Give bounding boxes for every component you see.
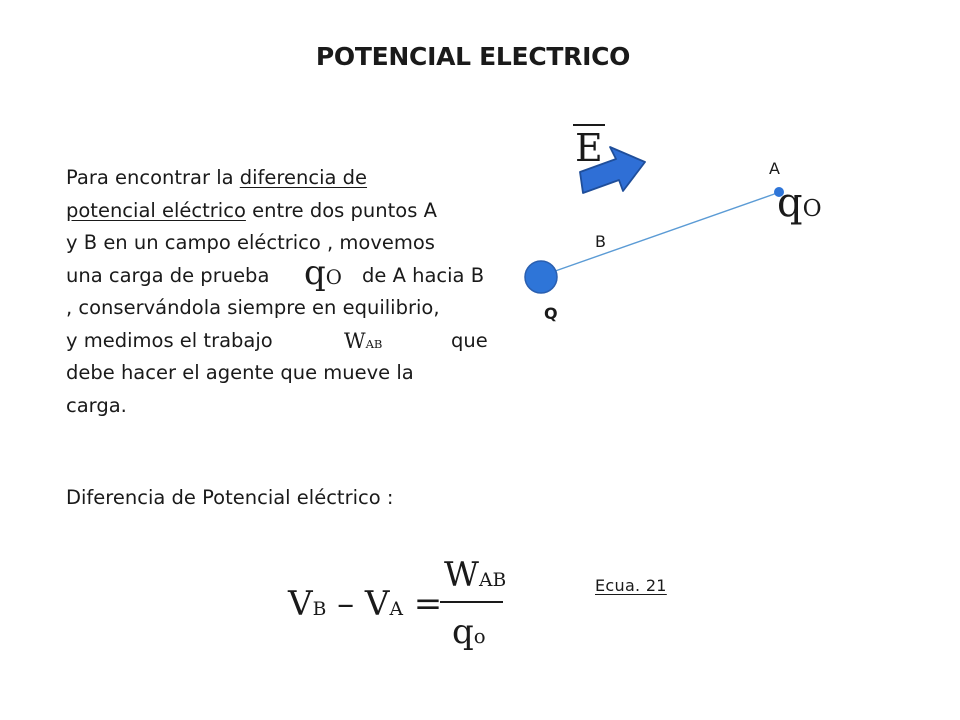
test-charge-symbol: qO [304, 252, 342, 293]
field-symbol-e: E [575, 126, 603, 170]
underlined-term-1: diferencia de [239, 166, 368, 189]
text-line-5: , conservándola siempre en equilibrio, [66, 296, 440, 319]
text-line-1a: Para encontrar la [66, 166, 240, 189]
text-line-6b: que [451, 328, 488, 352]
text-line-3: y B en un campo eléctrico , movemos [66, 231, 435, 254]
text-line-8: carga. [66, 393, 127, 417]
fraction-bar [440, 601, 503, 603]
page-title: POTENCIAL ELECTRICO [315, 42, 631, 71]
point-a-dot [774, 187, 784, 197]
text-line-6a: y medimos el trabajo [66, 328, 273, 352]
equation-reference: Ecua. 21 [595, 576, 667, 595]
label-point-a: A [769, 159, 780, 178]
vector-bar [573, 124, 605, 126]
equation-numerator: WAB [444, 555, 507, 595]
label-point-b: B [595, 232, 606, 251]
underlined-term-2: potencial eléctrico [66, 198, 246, 222]
text-line-4b: de A hacia B [362, 263, 485, 287]
text-line-7: debe hacer el agente que mueve la [66, 361, 414, 384]
test-charge-at-a: qO [777, 180, 822, 226]
label-source-charge: Q [544, 304, 558, 323]
equation-denominator: qo [452, 612, 486, 652]
work-symbol: WAB [344, 328, 383, 353]
text-line-2b: entre dos puntos A [245, 198, 437, 222]
equation-lhs: VB – VA = [288, 584, 443, 624]
text-line-4a: una carga de prueba [66, 263, 270, 287]
difference-label: Diferencia de Potencial eléctrico : [66, 486, 394, 509]
source-charge-circle [524, 260, 558, 294]
field-arrow-icon [579, 146, 646, 194]
displacement-line [540, 191, 781, 277]
